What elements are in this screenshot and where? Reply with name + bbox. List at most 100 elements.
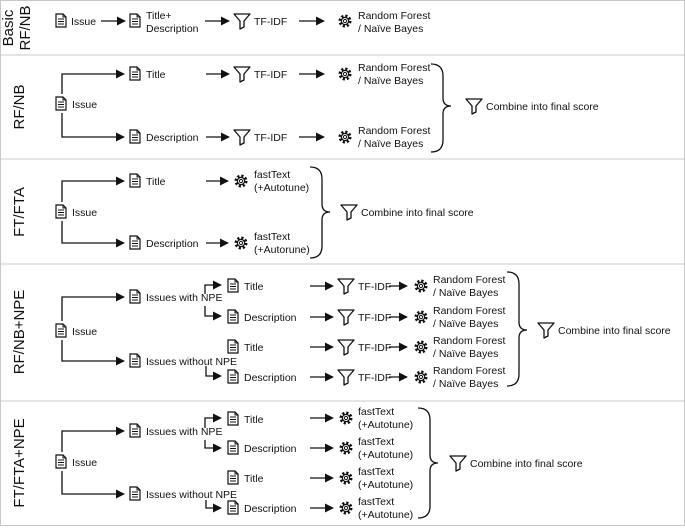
branch-arrow-with-npe xyxy=(61,292,125,321)
model-2-label-line-2: / Naïve Bayes xyxy=(358,138,423,150)
document-icon xyxy=(55,323,67,338)
branch-arrow-with-npe xyxy=(61,426,125,452)
model-2-label-line-2: (+Autotune) xyxy=(358,449,413,461)
document-icon xyxy=(227,500,239,515)
combine-label: Combine into final score xyxy=(486,101,599,113)
filter-icon xyxy=(340,204,358,221)
model-2-label-line-1: fastText xyxy=(358,436,394,448)
model-2-label-line-2: (+Autorune) xyxy=(254,244,310,256)
panel-4-side-label: RF/NB+NPE xyxy=(11,290,28,375)
model-1-label-line-2: (+Autotune) xyxy=(358,419,413,431)
gear-icon xyxy=(338,130,352,144)
model-2-label-line-1: Random Forest xyxy=(433,305,505,317)
tfidf-label-4: TF-IDF xyxy=(358,372,391,384)
title-desc-label-line-2: Description xyxy=(146,23,199,35)
with-npe-label: Issues with NPE xyxy=(146,292,222,304)
document-icon xyxy=(129,353,141,368)
gear-icon xyxy=(414,340,428,354)
model-1-label-line-2: / Naïve Bayes xyxy=(433,287,498,299)
panel-5-side-label: FT/FTA+NPE xyxy=(11,418,28,507)
tfidf-label-1: TF-IDF xyxy=(358,281,391,293)
combine-label: Combine into final score xyxy=(361,207,474,219)
document-icon xyxy=(227,440,239,455)
document-icon xyxy=(227,339,239,354)
description-label: Description xyxy=(146,132,199,144)
split-arrow xyxy=(204,413,222,428)
document-icon xyxy=(227,309,239,324)
gear-icon xyxy=(339,411,353,425)
document-icon xyxy=(129,129,141,144)
gear-icon xyxy=(414,310,428,324)
panel-1-side-label-line-2: RF/NB xyxy=(17,6,34,51)
tfidf-label-3: TF-IDF xyxy=(358,342,391,354)
document-icon xyxy=(55,13,67,28)
combine-brace xyxy=(506,271,528,387)
title-2-label: Title xyxy=(244,342,264,354)
panel-basic-rfnb: Issue Title+ Description TF-IDF Random F… xyxy=(55,10,430,35)
tfidf-label-2: TF-IDF xyxy=(358,312,391,324)
split-arrow xyxy=(205,500,222,513)
model-2-label-line-2: / Naïve Bayes xyxy=(433,318,498,330)
gear-icon xyxy=(339,501,353,515)
model-3-label-line-1: Random Forest xyxy=(433,335,505,347)
branch-arrow-description xyxy=(61,221,125,248)
filter-icon xyxy=(337,369,355,386)
model-3-label-line-2: / Naïve Bayes xyxy=(433,348,498,360)
document-icon xyxy=(55,96,67,111)
gear-icon xyxy=(414,370,428,384)
issue-label: Issue xyxy=(71,16,96,28)
with-npe-label: Issues with NPE xyxy=(146,426,222,438)
panel-ftfta: Issue Title Description fastText (+Autot… xyxy=(55,166,474,259)
description-2-label: Description xyxy=(244,503,297,515)
filter-icon xyxy=(337,309,355,326)
document-icon xyxy=(129,486,141,501)
document-icon xyxy=(129,173,141,188)
gear-icon xyxy=(339,441,353,455)
title-1-label: Title xyxy=(244,414,264,426)
title-2-label: Title xyxy=(244,473,264,485)
description-1-label: Description xyxy=(244,312,297,324)
combine-brace xyxy=(309,166,331,259)
document-icon xyxy=(55,454,67,469)
tfidf-label-2: TF-IDF xyxy=(254,132,287,144)
tfidf-label-1: TF-IDF xyxy=(254,69,287,81)
filter-icon xyxy=(449,455,467,472)
title-label: Title xyxy=(146,69,166,81)
title-label: Title xyxy=(146,176,166,188)
gear-icon xyxy=(234,236,248,250)
filter-icon xyxy=(337,278,355,295)
description-2-label: Description xyxy=(244,372,297,384)
branch-arrow-without-npe xyxy=(61,340,125,366)
model-3-label-line-1: fastText xyxy=(358,466,394,478)
combine-brace xyxy=(430,63,452,153)
model-3-label-line-2: (+Autotune) xyxy=(358,479,413,491)
document-icon xyxy=(227,470,239,485)
model-1-label-line-1: fastText xyxy=(358,406,394,418)
issue-label: Issue xyxy=(72,99,97,111)
model-label-line-1: Random Forest xyxy=(358,10,430,22)
document-icon xyxy=(129,13,141,28)
description-1-label: Description xyxy=(244,443,297,455)
gear-icon xyxy=(234,174,248,188)
without-npe-label: Issues without NPE xyxy=(146,489,237,501)
panel-3-side-label: FT/FTA xyxy=(11,187,28,237)
document-icon xyxy=(129,423,141,438)
panel-ftfta-npe: Issue Issues with NPE Issues without NPE… xyxy=(55,406,583,521)
model-4-label-line-1: fastText xyxy=(358,496,394,508)
panel-1-side-label-line-1: Basic xyxy=(0,9,17,46)
model-4-label-line-2: / Naïve Bayes xyxy=(433,378,498,390)
combine-label: Combine into final score xyxy=(558,325,671,337)
branch-arrow-title xyxy=(61,69,125,94)
model-label-line-2: / Naïve Bayes xyxy=(358,23,423,35)
title-desc-label-line-1: Title+ xyxy=(146,10,172,22)
filter-icon xyxy=(233,66,251,83)
model-1-label-line-1: fastText xyxy=(254,169,290,181)
split-arrow xyxy=(204,280,222,294)
model-1-label-line-2: / Naïve Bayes xyxy=(358,75,423,87)
gear-icon xyxy=(339,471,353,485)
tfidf-label: TF-IDF xyxy=(254,16,287,28)
issue-label: Issue xyxy=(72,457,97,469)
branch-arrow-title xyxy=(61,176,125,202)
document-icon xyxy=(129,66,141,81)
filter-icon xyxy=(537,322,555,339)
